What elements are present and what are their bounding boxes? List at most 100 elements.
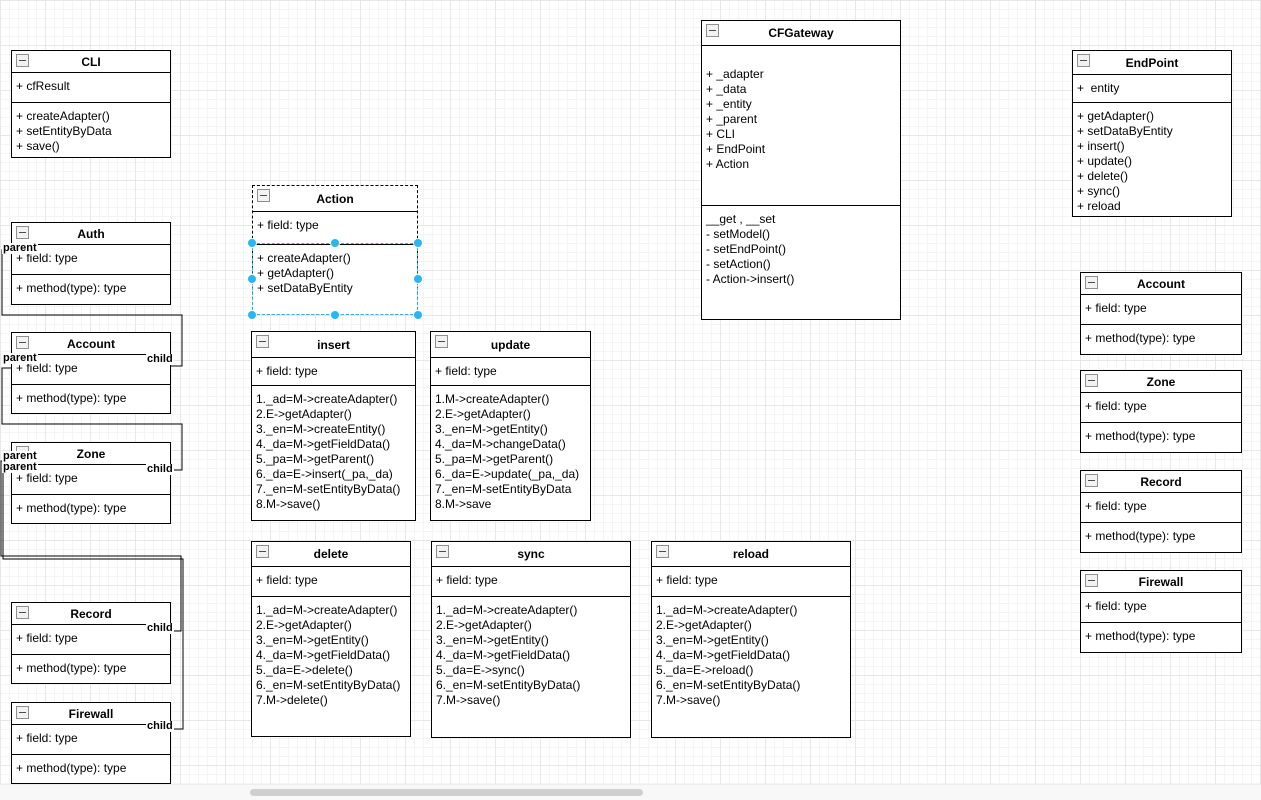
selection-handle[interactable] (331, 311, 339, 319)
collapse-icon[interactable] (16, 336, 29, 349)
method-line: + update() (1077, 154, 1133, 168)
fields-compartment: + field: type (1081, 593, 1241, 623)
field-line (706, 52, 896, 67)
class-action[interactable]: Action+ field: type+ createAdapter()+ ge… (252, 185, 418, 315)
collapse-icon[interactable] (1085, 276, 1098, 289)
method-line: + method(type): type (16, 391, 127, 405)
fields-compartment: + field: type (431, 358, 590, 386)
collapse-icon[interactable] (435, 335, 448, 348)
class-title: update (490, 337, 531, 352)
method-line: + createAdapter() (16, 109, 110, 123)
selection-handle[interactable] (414, 239, 422, 247)
methods-compartment: + method(type): type (1081, 623, 1241, 644)
collapse-icon[interactable] (16, 54, 29, 67)
collapse-icon[interactable] (706, 24, 719, 37)
fields-compartment: + _adapter+ _data+ _entity+ _parent+ CLI… (702, 46, 900, 206)
selection-handle[interactable] (248, 239, 256, 247)
horizontal-scrollbar[interactable] (0, 784, 1261, 800)
fields-compartment: + field: type (12, 725, 170, 755)
method-line: 1._ad=M->createAdapter() (436, 603, 578, 617)
methods-compartment: + method(type): type (1081, 325, 1241, 346)
collapse-icon[interactable] (436, 545, 449, 558)
class-record-left[interactable]: Record+ field: type+ method(type): type (11, 602, 171, 684)
method-line: - setEndPoint() (706, 242, 787, 256)
class-title: CLI (81, 54, 101, 69)
collapse-icon[interactable] (256, 545, 269, 558)
class-titlebar: Account (12, 333, 170, 355)
collapse-icon[interactable] (16, 226, 29, 239)
method-line: 5._pa=M->getParent() (435, 452, 554, 466)
class-titlebar: sync (432, 542, 630, 567)
collapse-icon[interactable] (256, 335, 269, 348)
edge-label-child[interactable]: child (146, 622, 174, 634)
method-line: 4._da=M->getFieldData() (256, 648, 391, 662)
class-auth[interactable]: Auth+ field: type+ method(type): type (11, 222, 171, 305)
edge-label-child[interactable]: child (146, 463, 174, 475)
edge-label-parent[interactable]: parent (2, 242, 38, 254)
class-title: Auth (77, 226, 105, 241)
fields-compartment: + field: type (12, 245, 170, 275)
class-titlebar: CFGateway (702, 21, 900, 46)
class-endpoint[interactable]: EndPoint+ entity+ getAdapter()+ setDataB… (1072, 50, 1232, 217)
collapse-icon[interactable] (1077, 54, 1090, 67)
field-line: + field: type (257, 218, 319, 232)
class-account-right[interactable]: Account+ field: type+ method(type): type (1080, 272, 1242, 355)
collapse-icon[interactable] (1085, 474, 1098, 487)
selection-rectangle (252, 243, 418, 315)
class-cfgateway[interactable]: CFGateway + _adapter+ _data+ _entity+ _p… (701, 20, 901, 320)
methods-compartment: 1._ad=M->createAdapter()2.E->getAdapter(… (652, 597, 850, 708)
edge-label-child[interactable]: child (146, 353, 174, 365)
method-line: 2.E->getAdapter() (256, 407, 352, 421)
class-titlebar: Record (12, 603, 170, 625)
field-line: + field: type (256, 364, 318, 378)
class-record-right[interactable]: Record+ field: type+ method(type): type (1080, 470, 1242, 553)
class-zone-right[interactable]: Zone+ field: type+ method(type): type (1080, 370, 1242, 453)
method-line: + sync() (1077, 184, 1121, 198)
class-titlebar: reload (652, 542, 850, 567)
method-line: 6._da=E->insert(_pa,_da) (256, 467, 393, 481)
edge-label-parent[interactable]: parent (2, 352, 38, 364)
field-line: + Action (706, 157, 750, 171)
class-title: insert (317, 337, 350, 352)
field-line: + field: type (1085, 399, 1147, 413)
method-line: 3._en=M->getEntity() (436, 633, 549, 647)
collapse-icon[interactable] (257, 189, 270, 202)
selection-handle[interactable] (248, 311, 256, 319)
edge-account-zone-parent-child[interactable] (1, 367, 183, 471)
methods-compartment: + createAdapter()+ getAdapter()+ setData… (253, 245, 417, 296)
selection-handle[interactable] (414, 311, 422, 319)
method-line: + setDataByEntity (1077, 124, 1173, 138)
methods-compartment: + method(type): type (1081, 523, 1241, 544)
fields-compartment: + field: type (12, 465, 170, 495)
selection-handle[interactable] (414, 275, 422, 283)
class-cli[interactable]: CLI+ cfResult+ createAdapter()+ setEntit… (11, 50, 171, 158)
edge-label-child[interactable]: child (146, 720, 174, 732)
class-zone-left[interactable]: Zone+ field: type+ method(type): type (11, 442, 171, 524)
collapse-icon[interactable] (16, 606, 29, 619)
collapse-icon[interactable] (1085, 574, 1098, 587)
class-account-left[interactable]: Account+ field: type+ method(type): type (11, 332, 171, 414)
collapse-icon[interactable] (16, 706, 29, 719)
methods-compartment: + getAdapter()+ setDataByEntity+ insert(… (1073, 103, 1231, 214)
selection-handle[interactable] (248, 275, 256, 283)
method-line: 7._en=M-setEntityByData (435, 482, 572, 496)
edge-label-parent[interactable]: parent (2, 450, 38, 462)
selection-handle[interactable] (331, 239, 339, 247)
scrollbar-thumb[interactable] (250, 789, 643, 796)
class-firewall-right[interactable]: Firewall+ field: type+ method(type): typ… (1080, 570, 1242, 653)
edge-label-parent[interactable]: parent (2, 461, 38, 473)
methods-compartment: + method(type): type (12, 385, 170, 406)
method-line: 3._en=M->createEntity() (256, 422, 386, 436)
methods-compartment: + method(type): type (12, 655, 170, 676)
class-titlebar: Record (1081, 471, 1241, 493)
field-line: + field: type (16, 731, 78, 745)
collapse-icon[interactable] (656, 545, 669, 558)
collapse-icon[interactable] (1085, 374, 1098, 387)
class-firewall-left[interactable]: Firewall+ field: type+ method(type): typ… (11, 702, 171, 784)
